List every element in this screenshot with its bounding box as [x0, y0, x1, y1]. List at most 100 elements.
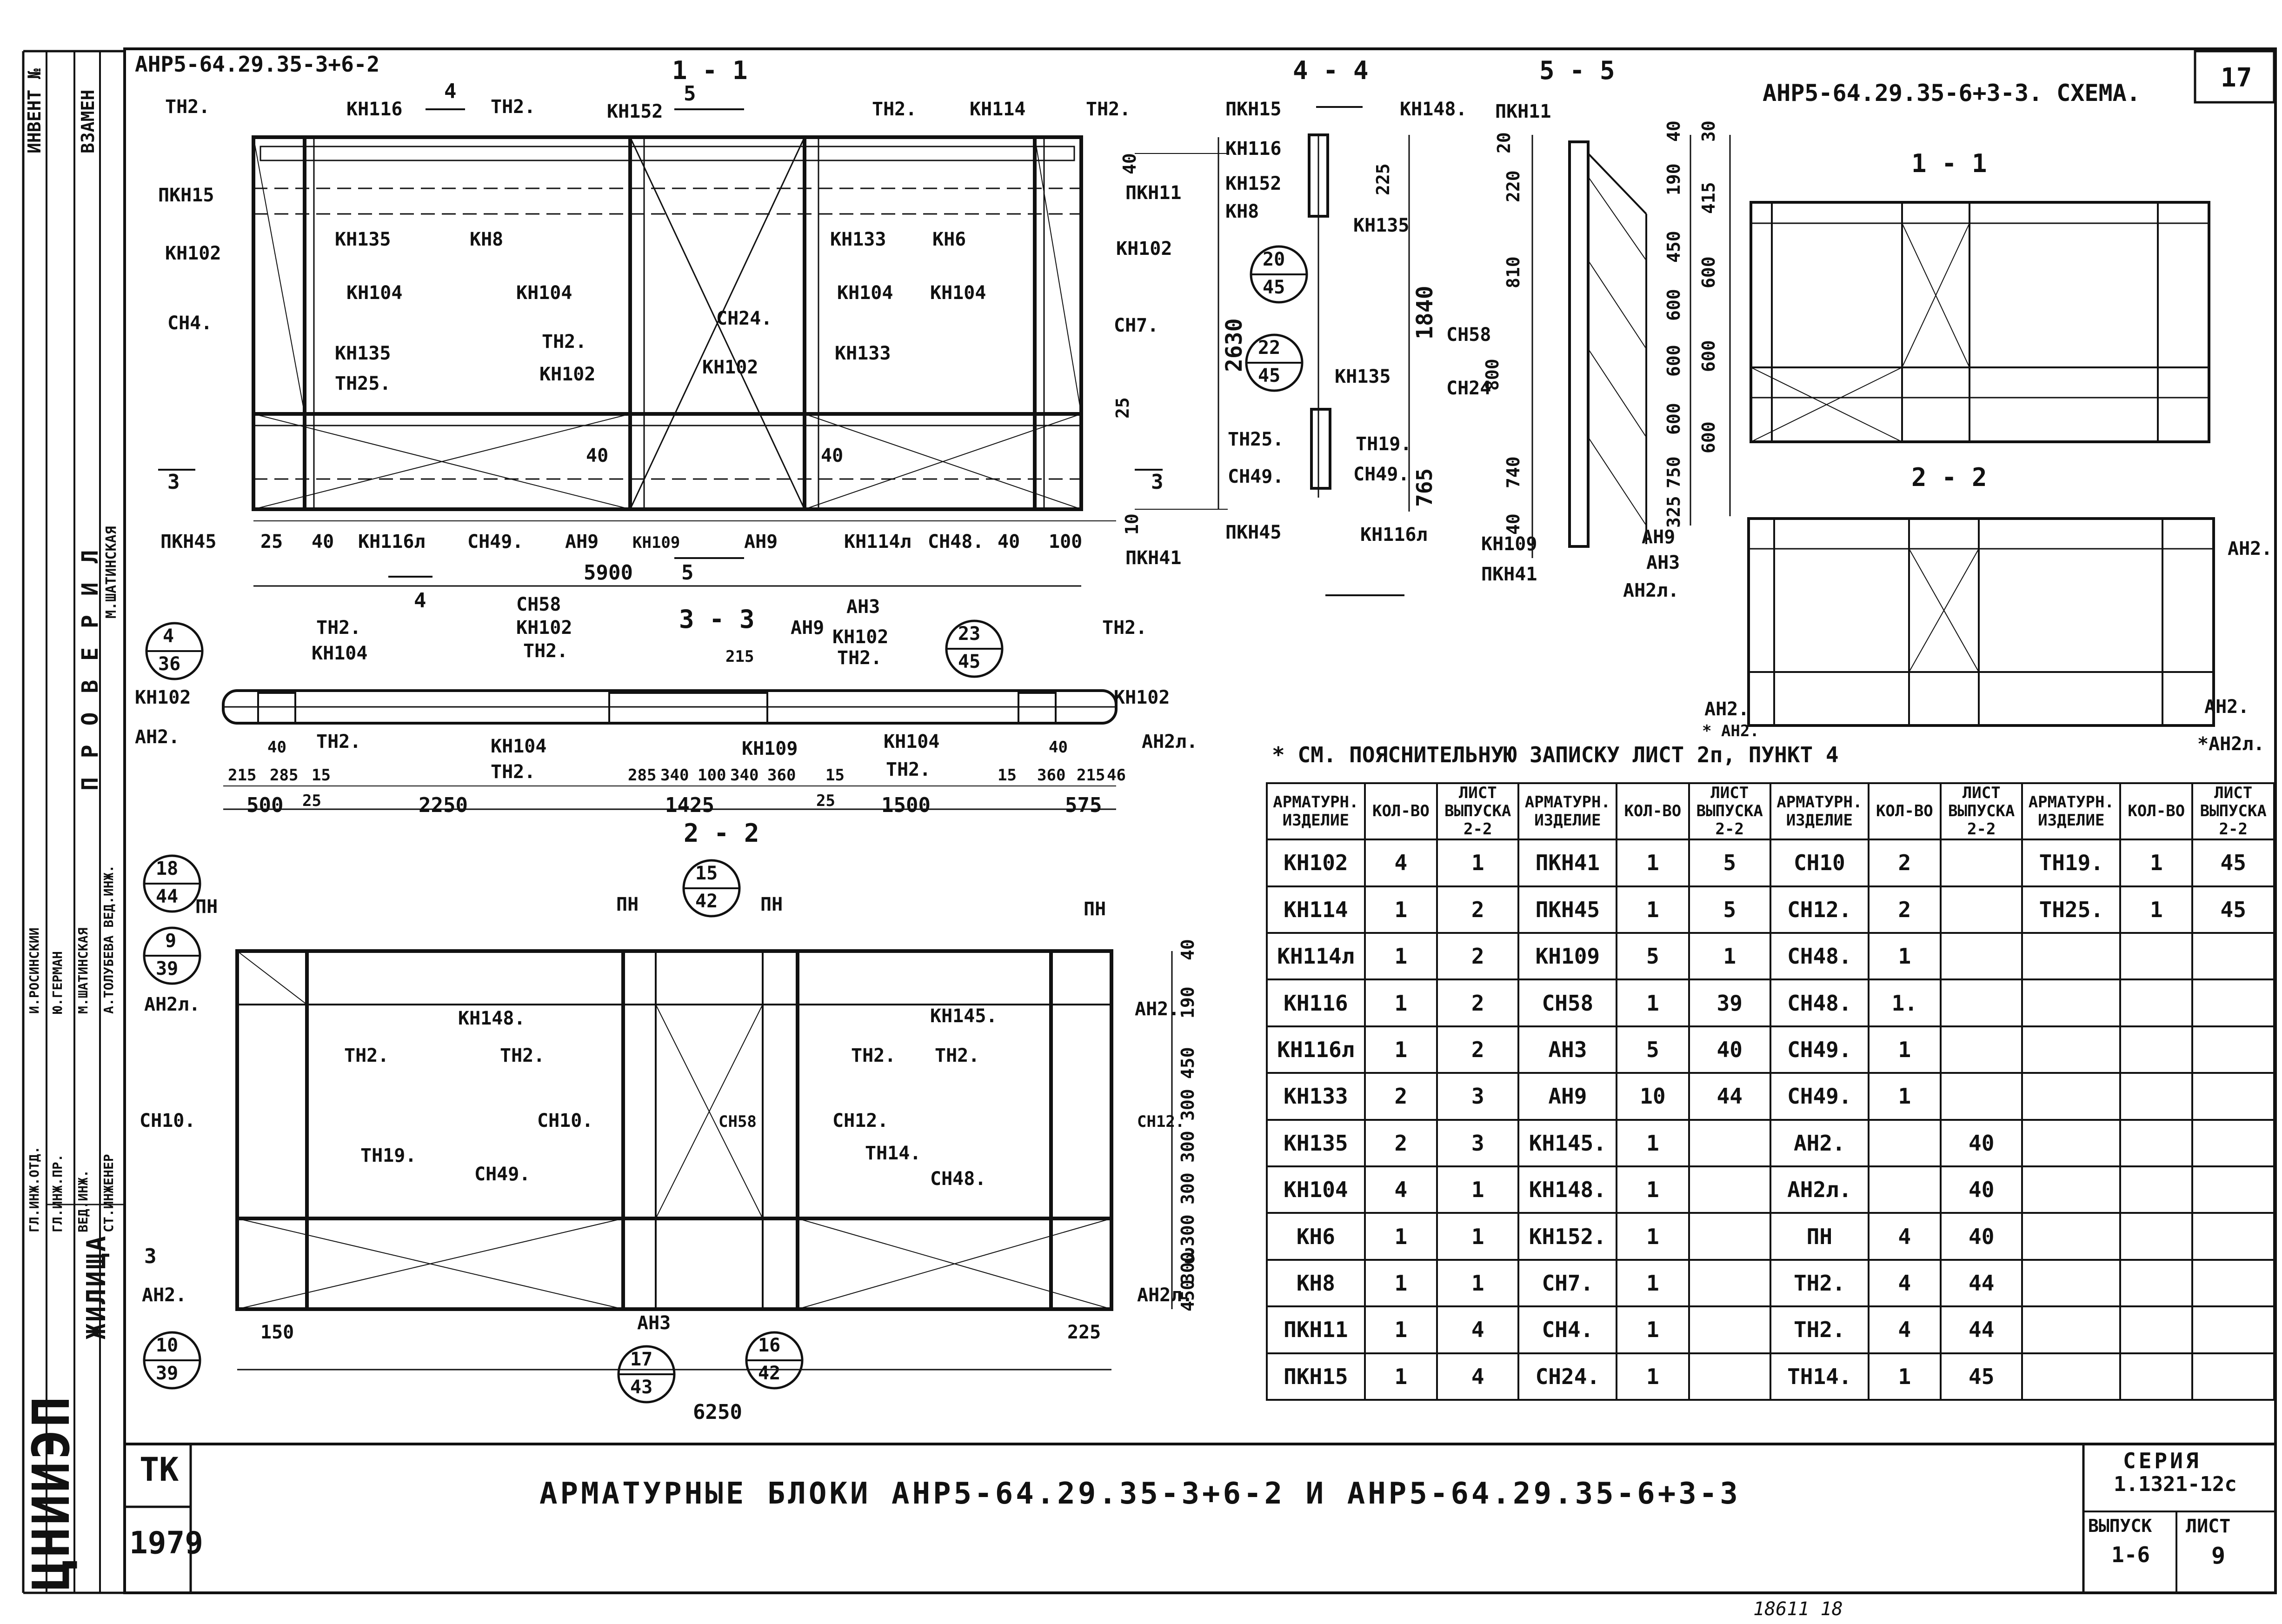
spec-cell-item: КН8	[1266, 1258, 1366, 1308]
spec-header-item: АРМАТУРН. ИЗДЕЛИЕ	[1266, 782, 1366, 841]
s44-tn25: ТН25.	[1228, 429, 1284, 450]
stamp-role-2: ГЛ.ИНЖ.ПР.	[50, 1154, 65, 1232]
spec-cell-item: СН48.	[1769, 978, 1870, 1027]
spec-cell-sheet	[1688, 1305, 1771, 1354]
spec-cell-item: КН135	[1266, 1118, 1366, 1168]
stamp-name-3: М.ШАТИНСКАЯ	[75, 927, 91, 1014]
spec-cell-sheet: 4	[1436, 1305, 1520, 1354]
s55-sn58: СН58	[1446, 324, 1491, 346]
stamp-checker: М.ШАТИНСКАЯ	[103, 526, 120, 619]
spec-cell-qty: 1	[1364, 978, 1438, 1027]
stamp-role-4: СТ.ИНЖЕНЕР	[101, 1154, 116, 1232]
label-kn104-b: КН104	[516, 282, 572, 304]
callout-5-bottom: 44	[156, 886, 179, 907]
spec-cell-qty: 1	[2119, 839, 2194, 887]
spec-header-qty: КОЛ-ВО	[1867, 782, 1942, 841]
s44-sn49-b: СН49.	[1353, 464, 1410, 485]
footer-note: 18611 18	[1753, 1598, 1843, 1620]
spec-cell-item: СН49.	[1769, 1025, 1870, 1074]
s55-rdim-4: 600	[1663, 345, 1684, 377]
spec-cell-qty: 4	[1867, 1212, 1942, 1261]
callout-10-top: 16	[758, 1335, 781, 1356]
spec-cell-qty: 1	[1867, 1072, 1942, 1121]
section-title-1-1: 1 - 1	[672, 56, 748, 85]
s33-sdim-5: 285	[628, 766, 657, 785]
s55-rdim-7: 325	[1663, 496, 1684, 528]
label-sn4: СН4.	[167, 313, 213, 334]
label-tn25: ТН25.	[335, 373, 391, 394]
spec-cell-sheet	[1939, 839, 2023, 887]
spec-cell-sheet	[2191, 1072, 2275, 1121]
title-tk: ТК	[140, 1451, 179, 1489]
spec-cell-qty: 1	[1364, 1352, 1438, 1401]
cut-mark-5-top: 5	[684, 82, 696, 106]
s44-sn49: СН49.	[1228, 466, 1284, 487]
spec-cell-item: ТН19.	[2021, 839, 2122, 887]
spec-cell-sheet	[1688, 1118, 1771, 1168]
label-kn114: КН114	[970, 99, 1026, 120]
s44-kn148: КН148.	[1400, 99, 1467, 120]
callout-1-top: 4	[163, 626, 174, 647]
s33-an2: АН2.	[135, 726, 180, 748]
spec-cell-qty: 1	[1364, 1212, 1438, 1261]
stamp-name-2: Ю.ГЕРМАН	[50, 951, 65, 1014]
cut-mark-3-left: 3	[167, 470, 180, 494]
label-kn116l: КН116л	[358, 531, 426, 552]
s44-kn135: КН135	[1353, 215, 1410, 236]
s33-kn104-b: КН104	[491, 736, 547, 757]
spec-cell-sheet: 40	[1688, 1025, 1771, 1074]
spec-cell-item	[2021, 1025, 2122, 1074]
s33-sdim-14: 215	[1077, 766, 1105, 785]
s33-sdim-13: 360	[1037, 766, 1066, 785]
spec-cell-item: ТН25.	[2021, 885, 2122, 934]
spec-cell-qty: 1	[1364, 1305, 1438, 1354]
right-section-title-1-1: 1 - 1	[1911, 149, 1987, 178]
s33-an2l: АН2л.	[1142, 731, 1198, 752]
spec-cell-sheet	[2191, 1212, 2275, 1261]
label-tn2-d: ТН2.	[1086, 99, 1131, 120]
spec-header-sheet: ЛИСТ ВЫПУСКА 2-2	[2191, 782, 2275, 841]
s22-tn19: ТН19.	[360, 1145, 417, 1166]
spec-cell-qty: 1	[1616, 978, 1690, 1027]
spec-cell-qty	[2119, 1118, 2194, 1168]
spec-cell-sheet: 1	[1688, 932, 1771, 981]
section-title-2-2: 2 - 2	[684, 819, 759, 848]
dim-5900: 5900	[584, 561, 633, 585]
spec-header-sheet: ЛИСТ ВЫПУСКА 2-2	[1939, 782, 2023, 841]
s22-dim-225: 225	[1067, 1322, 1101, 1343]
label-tn2: ТН2.	[165, 96, 210, 118]
spec-cell-sheet	[1688, 1352, 1771, 1401]
specification-table: АРМАТУРН. ИЗДЕЛИЕ КОЛ-ВО ЛИСТ ВЫПУСКА 2-…	[1266, 782, 2275, 1401]
spec-cell-sheet: 45	[1939, 1352, 2023, 1401]
s22-an2-b: АН2.	[142, 1285, 187, 1306]
spec-cell-sheet: 1	[1436, 839, 1520, 887]
vypusk-label: ВЫПУСК	[2088, 1516, 2152, 1536]
list-value: 9	[2211, 1542, 2226, 1569]
s33-kn102-right: КН102	[1114, 687, 1170, 708]
vypusk-value: 1-6	[2111, 1542, 2150, 1567]
stamp-role-1: ГЛ.ИНЖ.ОТД.	[27, 1146, 42, 1232]
label-kn102-b: КН102	[539, 364, 596, 385]
spec-cell-qty	[1867, 1165, 1942, 1214]
spec-cell-qty: 4	[1364, 1165, 1438, 1214]
label-tn2-e: ТН2.	[542, 331, 587, 353]
spec-cell-item	[2021, 1258, 2122, 1308]
right-an2l-star: *АН2л.	[2197, 733, 2265, 755]
spec-cell-qty: 2	[1867, 839, 1942, 887]
label-kn135: КН135	[335, 229, 391, 250]
spec-cell-sheet: 45	[2191, 885, 2275, 934]
label-kn133-b: КН133	[835, 343, 891, 364]
s33-dim-2250: 2250	[419, 793, 468, 817]
s33-tn2-g: ТН2.	[1102, 617, 1147, 639]
label-kn6: КН6	[932, 229, 966, 250]
spec-cell-sheet	[1939, 1072, 2023, 1121]
spec-cell-item	[2021, 1352, 2122, 1401]
spec-cell-qty	[2119, 1305, 2194, 1354]
s33-sdim-9: 360	[767, 766, 796, 785]
spec-cell-qty	[2119, 978, 2194, 1027]
spec-cell-item: АН3	[1517, 1025, 1618, 1074]
